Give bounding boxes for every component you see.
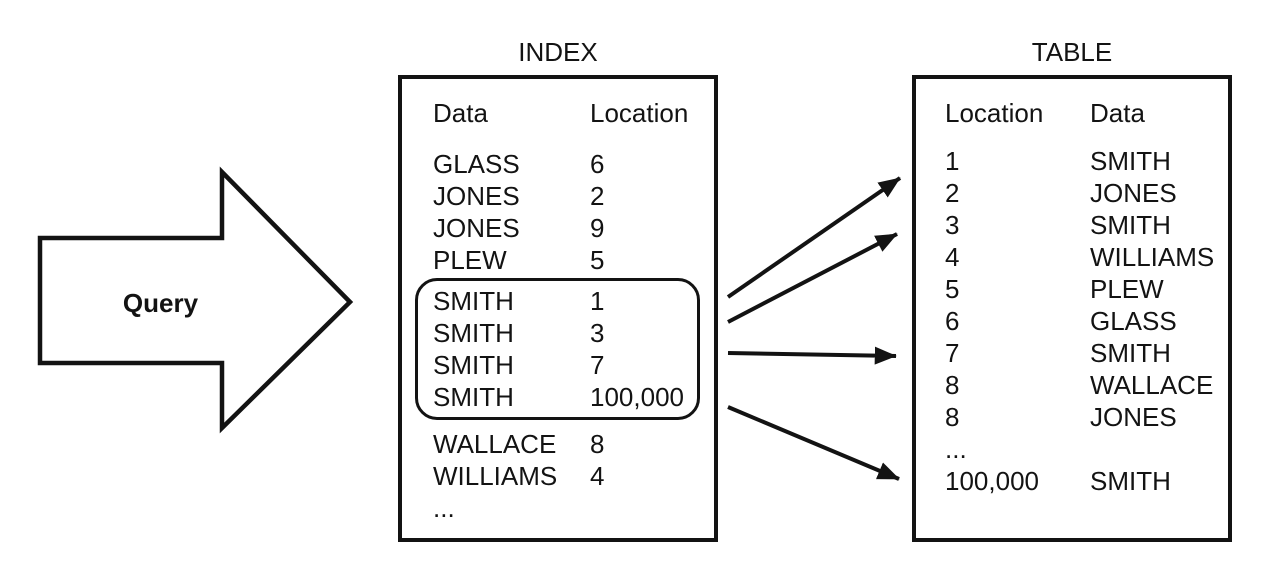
table-cell-location: 7 xyxy=(945,338,960,368)
table-row: 3 SMITH xyxy=(916,209,1228,241)
table-panel-title: TABLE xyxy=(1031,37,1113,67)
index-row: GLASS 6 xyxy=(402,148,714,180)
index-cell-data: ... xyxy=(433,493,455,523)
index-cell-location: 7 xyxy=(590,350,605,380)
index-cell-data: PLEW xyxy=(433,245,507,275)
index-cell-data: WILLIAMS xyxy=(433,461,558,491)
pointer-arrow-smith-7 xyxy=(727,346,897,365)
table-row: 8 WALLACE xyxy=(916,369,1228,401)
table-header-data: Data xyxy=(1090,98,1145,128)
table-row: 6 GLASS xyxy=(916,305,1228,337)
table-cell-data: WILLIAMS xyxy=(1090,242,1215,272)
table-row: ... xyxy=(916,433,1228,465)
table-row: 4 WILLIAMS xyxy=(916,241,1228,273)
index-row-highlighted: SMITH 7 xyxy=(418,349,697,381)
index-row-highlighted: SMITH 1 xyxy=(418,285,697,317)
table-panel: Location Data 1 SMITH 2 JONES 3 SMITH 4 … xyxy=(912,75,1232,542)
table-cell-data: WALLACE xyxy=(1090,370,1214,400)
index-cell-location: 100,000 xyxy=(590,382,684,412)
table-cell-location: 3 xyxy=(945,210,960,240)
index-cell-data: SMITH xyxy=(433,350,514,380)
index-header-location: Location xyxy=(590,98,689,128)
table-cell-data: SMITH xyxy=(1090,210,1171,240)
pointer-arrow-smith-3 xyxy=(727,232,898,324)
index-row-highlighted: SMITH 100,000 xyxy=(418,381,697,413)
index-cell-location: 1 xyxy=(590,286,605,316)
index-cell-location: 9 xyxy=(590,213,605,243)
index-cell-location: 6 xyxy=(590,149,605,179)
table-cell-location: 2 xyxy=(945,178,960,208)
index-cell-data: GLASS xyxy=(433,149,520,179)
table-cell-data: GLASS xyxy=(1090,306,1177,336)
index-column-headers: Data Location xyxy=(402,97,714,129)
index-row: PLEW 5 xyxy=(402,244,714,276)
table-row: 5 PLEW xyxy=(916,273,1228,305)
index-cell-location: 5 xyxy=(590,245,605,275)
table-cell-data: SMITH xyxy=(1090,466,1171,496)
index-cell-location: 3 xyxy=(590,318,605,348)
table-cell-location: 1 xyxy=(945,146,960,176)
table-cell-location: 8 xyxy=(945,402,960,432)
table-cell-location: 5 xyxy=(945,274,960,304)
index-row: ... xyxy=(402,492,714,524)
table-row: 2 JONES xyxy=(916,177,1228,209)
index-cell-data: SMITH xyxy=(433,318,514,348)
index-row-highlighted: SMITH 3 xyxy=(418,317,697,349)
table-cell-location: 4 xyxy=(945,242,960,272)
index-cell-data: JONES xyxy=(433,213,520,243)
table-row: 1 SMITH xyxy=(916,145,1228,177)
table-row: 7 SMITH xyxy=(916,337,1228,369)
index-cell-location: 2 xyxy=(590,181,605,211)
table-cell-data: JONES xyxy=(1090,402,1177,432)
table-row: 100,000 SMITH xyxy=(916,465,1228,497)
smith-highlight-group: SMITH 1 SMITH 3 SMITH 7 SMITH 100,000 xyxy=(415,278,700,420)
table-cell-location: 8 xyxy=(945,370,960,400)
index-cell-location: 8 xyxy=(590,429,605,459)
index-cell-data: SMITH xyxy=(433,286,514,316)
index-cell-data: WALLACE xyxy=(433,429,557,459)
table-cell-location: ... xyxy=(945,434,967,464)
table-column-headers: Location Data xyxy=(916,97,1228,129)
index-row: JONES 9 xyxy=(402,212,714,244)
table-cell-data: JONES xyxy=(1090,178,1177,208)
index-cell-data: SMITH xyxy=(433,382,514,412)
table-header-location: Location xyxy=(945,98,1044,128)
pointer-arrow-smith-1 xyxy=(726,176,902,299)
table-row: 8 JONES xyxy=(916,401,1228,433)
index-panel-title: INDEX xyxy=(518,37,598,67)
index-row: WALLACE 8 xyxy=(402,428,714,460)
index-header-data: Data xyxy=(433,98,488,128)
index-cell-location: 4 xyxy=(590,461,605,491)
pointer-arrow-smith-100000 xyxy=(727,405,900,481)
table-cell-data: SMITH xyxy=(1090,338,1171,368)
index-row: JONES 2 xyxy=(402,180,714,212)
table-cell-location: 100,000 xyxy=(945,466,1039,496)
table-cell-data: PLEW xyxy=(1090,274,1164,304)
table-cell-location: 6 xyxy=(945,306,960,336)
table-cell-data: SMITH xyxy=(1090,146,1171,176)
index-row: WILLIAMS 4 xyxy=(402,460,714,492)
index-panel: Data Location GLASS 6 JONES 2 JONES 9 PL… xyxy=(398,75,718,542)
index-cell-data: JONES xyxy=(433,181,520,211)
query-label: Query xyxy=(122,288,199,318)
